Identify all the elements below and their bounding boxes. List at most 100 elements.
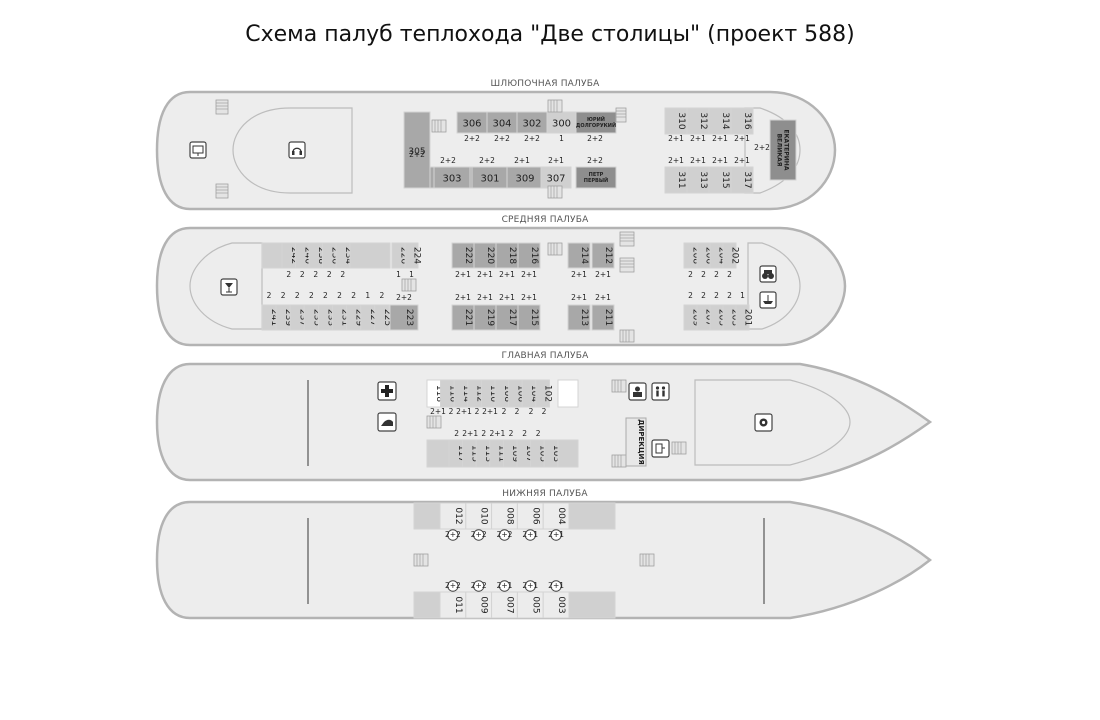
cabin-number: 306 (462, 119, 481, 130)
cabin-capacity: 2 (701, 291, 706, 300)
lift-icon (628, 382, 647, 401)
cabin-number: 102 (543, 385, 553, 402)
cabin-011[interactable]: 011 (439, 591, 467, 619)
cabin-003[interactable]: 003 (542, 591, 570, 619)
cabin-capacity: 2 (536, 429, 541, 438)
cabin-010[interactable]: 010 (465, 502, 493, 530)
cabin-capacity: 2+2 (587, 156, 603, 165)
cabin-218[interactable]: 218 2+1 (495, 242, 519, 279)
cabin-007[interactable]: 007 (491, 591, 518, 619)
cabin-capacity: 2 (449, 407, 454, 416)
svg-text:2+2: 2+2 (471, 581, 487, 590)
cabin-number: 217 (507, 309, 517, 326)
deck-label-main: ГЛАВНАЯ ПАЛУБА (502, 351, 590, 361)
cabin-103[interactable]: 103 (543, 439, 561, 468)
cabin-capacity: 2+2 (479, 156, 495, 165)
cabin-capacity: 2+1 (690, 134, 706, 143)
cabin-114[interactable]: 114 (453, 379, 471, 408)
cabin-capacity: 2 (714, 270, 719, 279)
cabin-307[interactable]: 307 (540, 166, 572, 189)
cabin-capacity: 2+2 (409, 150, 425, 159)
cabin-capacity: 2+1 (668, 156, 684, 165)
cabin-capacity: 2 (542, 407, 547, 416)
stairs (611, 454, 627, 468)
stairs (547, 185, 563, 199)
cabin-104[interactable]: 104 (521, 379, 539, 408)
cabin-005[interactable]: 005 (516, 591, 544, 619)
cabin-309[interactable]: 309 (506, 166, 544, 189)
cabin-number: 218 (507, 247, 517, 264)
office-direktsiya: ДИРЕКЦИЯ (625, 417, 647, 467)
svg-text:2+2: 2+2 (471, 530, 487, 539)
cabin-301[interactable]: 301 (471, 166, 509, 189)
cabin-303[interactable]: 303 (433, 166, 471, 189)
cabin-number: 304 (492, 119, 511, 130)
cabin-capacity: 2+1 (499, 270, 515, 279)
cabin-capacity: 2+2 (440, 156, 456, 165)
cabin-008[interactable]: 008 (491, 502, 518, 530)
cabin-102[interactable]: 102 (535, 379, 553, 408)
cabin-number: 239 (283, 309, 293, 326)
cabin-capacity: 1 (409, 270, 414, 279)
cabin-004[interactable]: 004 (542, 502, 570, 530)
stairs (547, 242, 563, 256)
svg-text:2+1: 2+1 (548, 530, 564, 539)
cabin-number: 206 (704, 247, 714, 264)
cabin-capacity: 2+1 (668, 134, 684, 143)
cabin-number: 303 (442, 174, 461, 185)
cabin-number: 004 (556, 507, 566, 524)
cabin-capacity: 2 (515, 407, 520, 416)
cabin-number: 316 (742, 112, 752, 129)
cabin-312[interactable]: 312 2+1 (686, 107, 710, 143)
cabin-009[interactable]: 009 (465, 591, 493, 619)
cabin-number: 212 (603, 247, 613, 264)
cabin-006[interactable]: 006 (516, 502, 544, 530)
cabin-012[interactable]: 012 (439, 502, 467, 530)
cabin-number: 314 (720, 112, 730, 129)
cabin-number: 312 (698, 112, 708, 129)
stairs (619, 231, 635, 247)
suite-name: ВЕЛИКАЯ (776, 134, 783, 167)
cabin-number: 221 (463, 309, 473, 326)
